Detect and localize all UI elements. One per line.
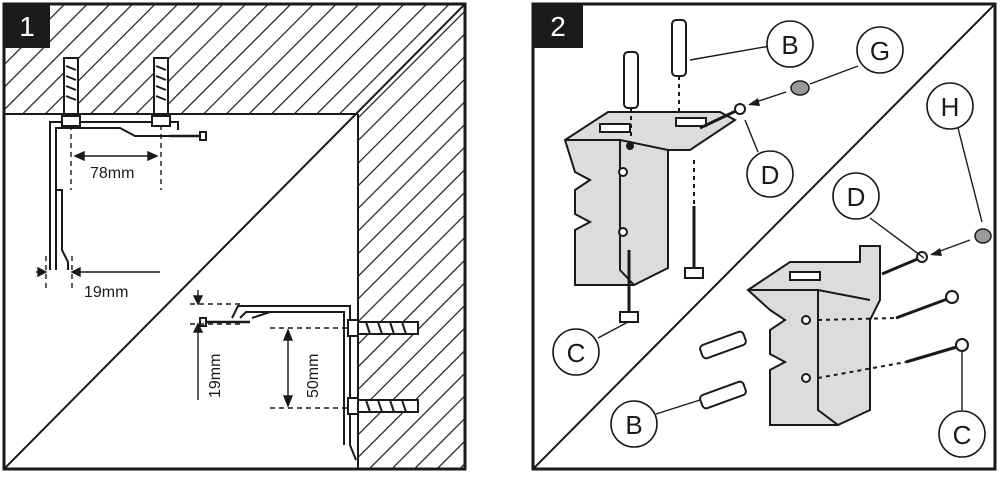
panel-2-number: 2 — [550, 11, 566, 42]
callout-c-upper: C — [552, 328, 600, 376]
svg-text:C: C — [567, 338, 586, 368]
dimension-lines-vertical — [190, 290, 350, 409]
svg-text:C: C — [953, 420, 972, 450]
wall-hatch — [358, 4, 465, 469]
panel-2-divider — [533, 4, 995, 469]
dimension-19mm-horizontal: 19mm — [84, 284, 128, 301]
svg-text:B: B — [625, 410, 642, 440]
svg-text:D: D — [761, 160, 780, 190]
dimension-lines-19-horizontal — [36, 256, 160, 290]
panel-1-number: 1 — [19, 11, 35, 42]
panel-1: 78mm 19mm — [2, 2, 467, 471]
callout-h: H — [926, 82, 974, 130]
svg-text:G: G — [870, 36, 890, 66]
bracket-wall-mount — [699, 245, 969, 426]
callout-c-lower: C — [938, 410, 986, 458]
panel-2-frame — [531, 2, 997, 471]
callout-d-upper: D — [746, 150, 794, 198]
callout-d-lower: D — [832, 172, 880, 220]
svg-text:B: B — [781, 30, 798, 60]
cap-g — [790, 80, 810, 96]
panel-2-badge — [533, 4, 583, 48]
panel-2: B G D C D H B — [531, 2, 997, 471]
dimension-78mm: 78mm — [90, 165, 134, 182]
cap-h — [974, 228, 992, 244]
dimension-19mm-vertical: 19mm — [207, 354, 224, 398]
dimension-lines-78 — [70, 125, 162, 190]
callout-g: G — [856, 26, 904, 74]
ceiling-bracket — [49, 57, 207, 270]
dimension-50mm: 50mm — [305, 354, 322, 398]
wall-bracket — [199, 305, 419, 461]
svg-text:D: D — [847, 182, 866, 212]
panel-1-divider — [4, 4, 465, 469]
svg-text:H: H — [941, 92, 960, 122]
bracket-ceiling-mount — [563, 19, 746, 323]
callout-b-upper: B — [766, 20, 814, 68]
panel-1-badge — [4, 4, 50, 48]
callout-b-lower: B — [610, 400, 658, 448]
panel-1-frame — [2, 2, 467, 471]
